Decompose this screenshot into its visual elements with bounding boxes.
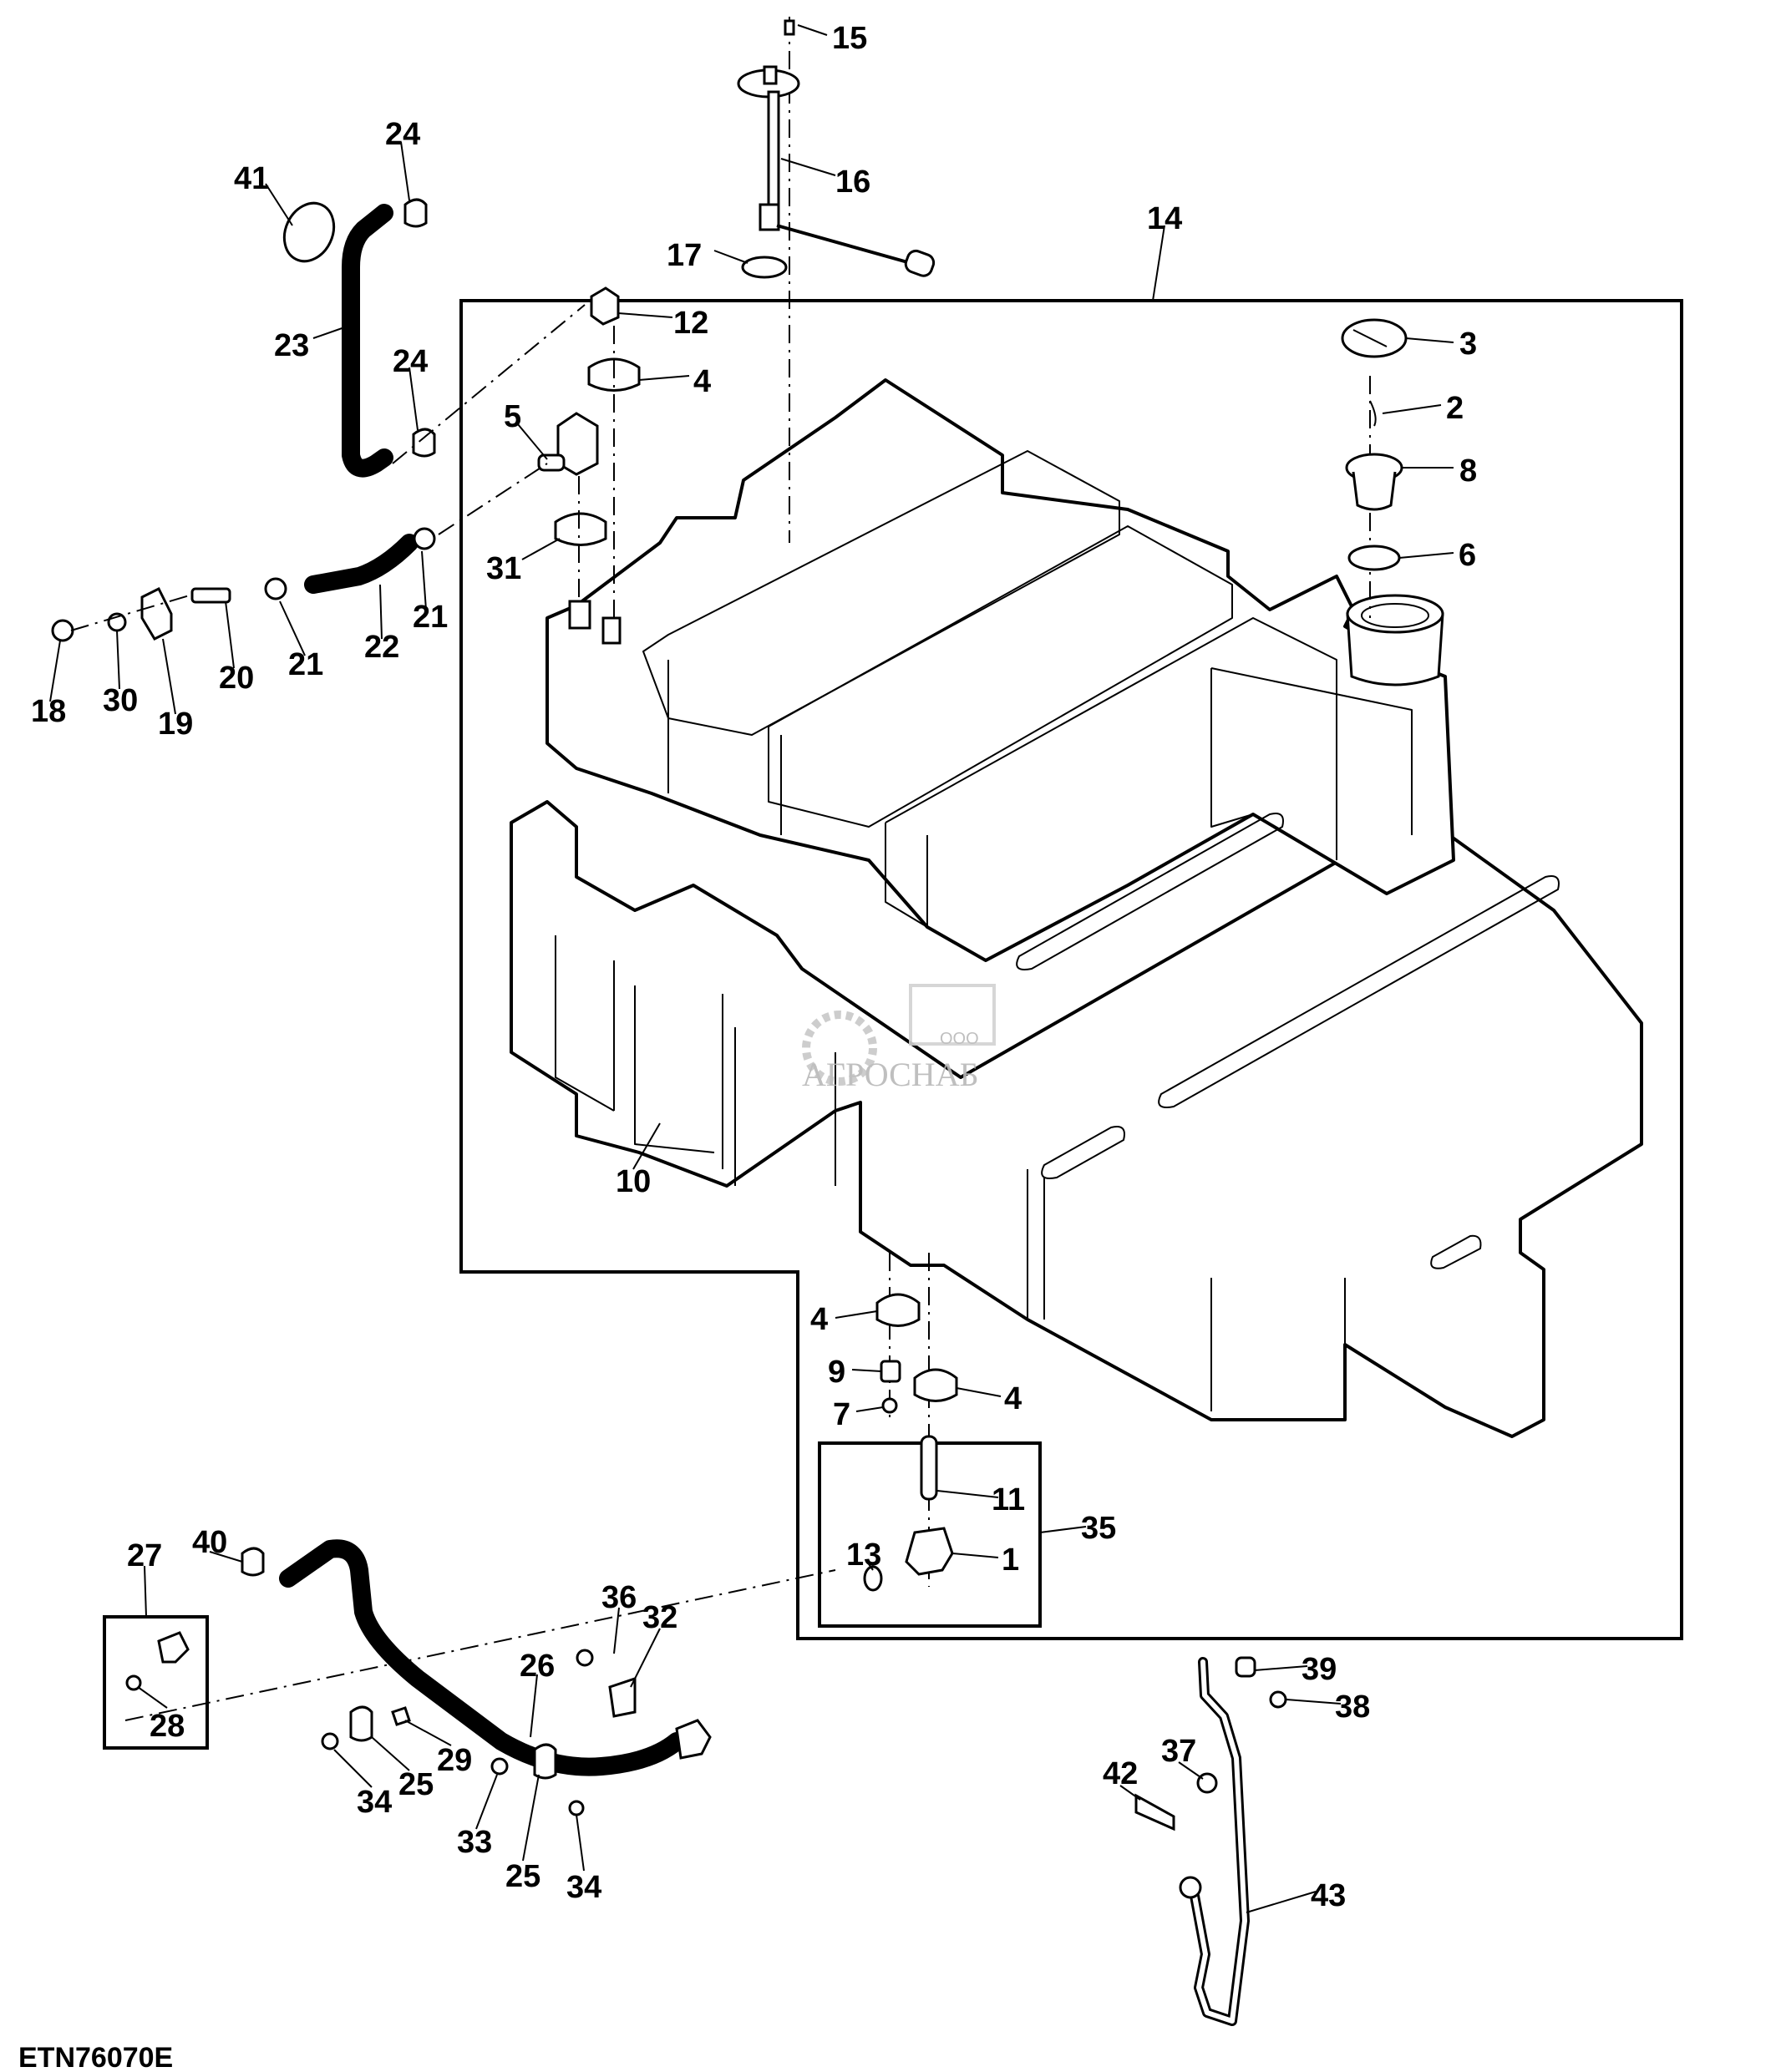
callout-25-left: 25 xyxy=(398,1767,434,1802)
callouts: 15 16 17 14 24 41 23 24 12 4 5 31 21 22 … xyxy=(31,21,1477,1913)
callout-22: 22 xyxy=(364,630,399,665)
callout-4-left: 4 xyxy=(810,1302,828,1337)
callout-7: 7 xyxy=(833,1397,850,1432)
callout-42: 42 xyxy=(1103,1756,1138,1791)
leader-lines xyxy=(49,24,1454,1913)
watermark-name: АГРОСНАБ xyxy=(802,1056,979,1093)
assembly-frame-14 xyxy=(459,299,1683,1640)
watermark-prefix: ООО xyxy=(940,1030,979,1048)
callout-21-left: 21 xyxy=(288,647,323,682)
fuel-tank xyxy=(510,378,1643,1438)
callout-1: 1 xyxy=(1002,1543,1019,1578)
callout-41: 41 xyxy=(234,161,269,196)
callout-29: 29 xyxy=(437,1743,472,1778)
callout-17: 17 xyxy=(667,238,702,273)
callout-19: 19 xyxy=(158,707,193,742)
fuel-sender-group xyxy=(737,17,936,543)
filler-cap-group xyxy=(1341,318,1408,618)
callout-10: 10 xyxy=(616,1164,651,1199)
callout-8: 8 xyxy=(1459,453,1477,489)
callout-11: 11 xyxy=(992,1482,1025,1517)
callout-39: 39 xyxy=(1302,1652,1337,1687)
callout-20: 20 xyxy=(219,661,254,696)
vent-hose-group xyxy=(282,198,641,618)
callout-35: 35 xyxy=(1081,1511,1116,1546)
callout-36: 36 xyxy=(601,1580,637,1615)
callout-32: 32 xyxy=(642,1600,677,1635)
assembly-frame-27 xyxy=(103,1615,209,1750)
callout-43: 43 xyxy=(1311,1878,1346,1913)
callout-4-top: 4 xyxy=(693,364,711,399)
callout-24-bottom: 24 xyxy=(393,344,428,379)
callout-33: 33 xyxy=(457,1825,492,1860)
callout-18: 18 xyxy=(31,694,66,729)
callout-12: 12 xyxy=(673,306,708,341)
callout-37: 37 xyxy=(1161,1734,1196,1769)
callout-31: 31 xyxy=(486,551,521,586)
return-hose-group xyxy=(51,527,436,642)
callout-40: 40 xyxy=(192,1525,227,1560)
tube-group xyxy=(1134,1656,1287,2026)
callout-26: 26 xyxy=(520,1649,555,1684)
callout-24-top: 24 xyxy=(385,117,420,152)
callout-6: 6 xyxy=(1459,538,1476,573)
figure-id: ETN76070E xyxy=(18,2042,173,2072)
callout-15: 15 xyxy=(832,21,867,56)
callout-23: 23 xyxy=(274,328,309,363)
callout-3: 3 xyxy=(1459,327,1477,362)
callout-4-right: 4 xyxy=(1004,1381,1022,1416)
callout-5: 5 xyxy=(504,399,521,434)
callout-21-right: 21 xyxy=(413,600,448,635)
callout-38: 38 xyxy=(1335,1690,1370,1725)
callout-27: 27 xyxy=(127,1538,162,1573)
callout-9: 9 xyxy=(828,1355,845,1390)
callout-13: 13 xyxy=(846,1538,881,1573)
callout-34-left: 34 xyxy=(357,1785,392,1820)
callout-2: 2 xyxy=(1446,391,1464,426)
drain-group xyxy=(863,1253,958,1592)
callout-30: 30 xyxy=(103,683,138,718)
fuel-line-group xyxy=(124,1539,836,1816)
callout-14: 14 xyxy=(1147,201,1182,236)
watermark: ООО АГРОСНАБ xyxy=(802,984,996,1093)
callout-28: 28 xyxy=(150,1709,185,1744)
callout-25-right: 25 xyxy=(505,1859,540,1894)
callout-34-right: 34 xyxy=(566,1870,601,1905)
callout-16: 16 xyxy=(835,165,870,200)
